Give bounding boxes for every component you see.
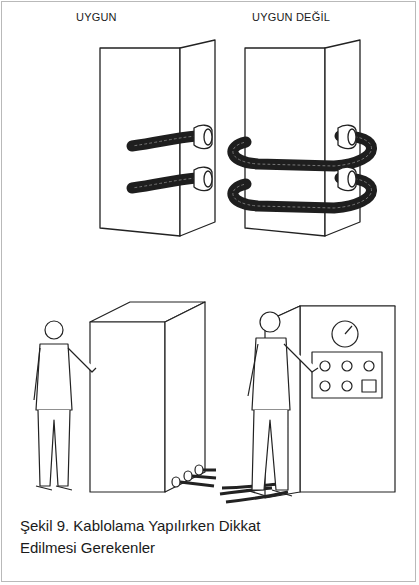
cabinet-wrong-part: [320, 381, 330, 391]
cabinet-wrong-part: [342, 361, 352, 371]
floor-cables-correct-part: [195, 465, 203, 475]
connectors-correct-part: [194, 167, 212, 190]
floor-cables-correct-part: [180, 482, 214, 486]
cabinet-wrong-part: [320, 361, 330, 371]
column-label: UYGUN DEĞİL: [252, 11, 330, 23]
connectors-correct-part: [194, 125, 212, 148]
floor-cables-correct-part: [203, 469, 216, 472]
figure-caption: Şekil 9. Kablolama Yapılırken Dikkat Edi…: [20, 515, 320, 559]
column-label: UYGUN: [76, 11, 117, 23]
worker-correct-part: [45, 321, 63, 339]
worker-correct-part: [68, 348, 96, 372]
floor-cables-wrong-part: [222, 484, 280, 488]
connectors-wrong-part: [348, 129, 356, 145]
connectors-wrong-part: [348, 171, 356, 187]
cables-correct-part: [132, 178, 196, 188]
worker-correct-part: [36, 344, 72, 410]
worker-wrong-part: [260, 312, 280, 332]
connectors-correct-part: [204, 171, 212, 187]
worker-wrong-part: [252, 338, 290, 410]
cabinet-wrong-part: [332, 321, 358, 347]
cables-correct-part: [132, 136, 196, 146]
cables-correct: [132, 136, 196, 188]
pillar-correct: [100, 40, 215, 236]
connectors-wrong: [338, 125, 356, 190]
worker-wrong-part: [284, 344, 318, 372]
worker-wrong-part: [246, 490, 292, 496]
cabinet-wrong-part: [364, 361, 374, 371]
floor-cables-correct-part: [172, 477, 180, 487]
cabinet-wrong-part: [342, 381, 352, 391]
cabinet-correct-part: [90, 322, 165, 492]
floor-cables-correct-part: [184, 471, 192, 481]
worker-correct-part: [38, 410, 70, 486]
floor-cables-correct-part: [192, 476, 216, 478]
connectors-correct: [194, 125, 212, 190]
connectors-wrong-part: [338, 125, 356, 148]
floor-cables-correct: [172, 465, 216, 487]
cabinet-correct-part: [165, 302, 205, 492]
cabinet-wrong-part: [345, 326, 352, 334]
cables-correct-part: [132, 136, 196, 146]
cables-correct-part: [132, 178, 196, 188]
worker-correct-part: [36, 486, 72, 490]
worker-wrong: [246, 312, 318, 496]
connectors-wrong-part: [338, 167, 356, 190]
connectors-correct-part: [204, 129, 212, 145]
cabinet-correct: [90, 302, 205, 492]
cabinet-wrong-part: [300, 306, 395, 492]
worker-correct: [34, 321, 96, 490]
worker-correct-part: [34, 348, 40, 400]
cabinet-wrong-part: [312, 352, 382, 398]
cabinet-wrong-part: [362, 380, 376, 392]
worker-wrong-part: [252, 410, 288, 490]
worker-wrong-part: [248, 344, 258, 396]
